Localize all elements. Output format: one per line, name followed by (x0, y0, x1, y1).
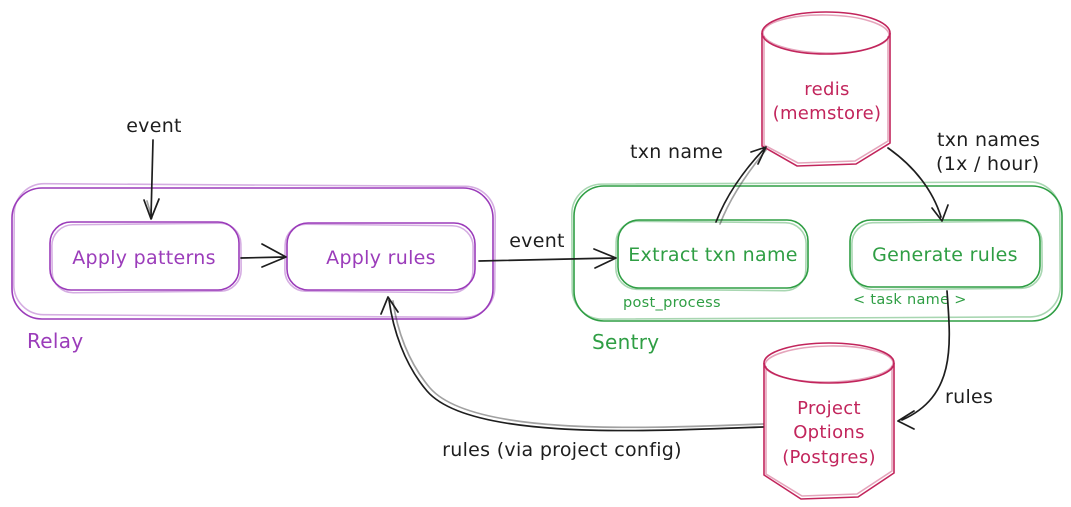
postgres-cylinder-top (763, 342, 895, 384)
relay-group: Apply patterns Apply rules Relay (11, 182, 497, 353)
ink-labels: event event txn name txn names (1x / hou… (126, 115, 1040, 461)
postgres-label-line3: (Postgres) (782, 447, 876, 468)
arrow-event-in (143, 139, 160, 220)
arrow-rules-via-config (380, 296, 764, 432)
txn-names-label-line1: txn names (937, 129, 1040, 151)
generate-rules-node (849, 219, 1041, 288)
arrow-event-in-sketch (146, 200, 153, 219)
redis-cylinder-body (761, 33, 891, 167)
database-texts: redis (memstore) Project Options (Postgr… (773, 79, 882, 468)
rules-via-config-label: rules (via project config) (442, 439, 682, 461)
relay-texts: Apply patterns Apply rules Relay (27, 247, 436, 353)
apply-patterns-node-sketch (51, 222, 242, 294)
task-name-sublabel: < task name > (853, 292, 967, 308)
arrow-event-mid (478, 248, 617, 269)
sentry-texts: Extract txn name post_process Generate r… (592, 244, 1018, 354)
extract-txn-name-node-sketch (615, 220, 807, 292)
event-in-label: event (126, 115, 182, 137)
txn-names-label-line2: (1x / hour) (936, 153, 1039, 175)
txn-name-label: txn name (630, 141, 723, 163)
arrow-rules-to-postgres (897, 290, 951, 430)
postgres-cylinder (763, 342, 895, 500)
apply-patterns-node (49, 221, 240, 291)
relay-container (11, 187, 494, 320)
arrow-txn-name (715, 146, 767, 223)
arrows-group (143, 139, 951, 432)
sentry-container (573, 185, 1063, 322)
redis-cylinder-body-sketch (763, 36, 889, 164)
redis-label-line2: (memstore) (773, 103, 882, 124)
redis-cylinder-top (761, 11, 891, 55)
databases-group: redis (memstore) Project Options (Postgr… (761, 11, 895, 500)
sentry-group: Extract txn name post_process Generate r… (570, 181, 1063, 354)
postgres-label-line2: Options (793, 422, 865, 443)
postgres-cylinder-body (763, 363, 895, 500)
event-mid-label: event (509, 230, 565, 252)
relay-group-label: Relay (27, 329, 83, 353)
arrow-rules-via-config-sketch (392, 300, 764, 429)
apply-patterns-label: Apply patterns (72, 247, 216, 269)
sentry-container-sketch (570, 181, 1061, 320)
relay-container-sketch (13, 182, 497, 319)
redis-cylinder-top-sketch (762, 14, 890, 54)
post-process-sublabel: post_process (623, 295, 721, 311)
rules-label: rules (945, 386, 993, 408)
arrow-patterns-to-rules (240, 243, 287, 268)
postgres-cylinder-top-sketch (764, 345, 894, 383)
arrow-txn-name-sketch (719, 149, 767, 225)
extract-txn-name-node (617, 219, 809, 289)
generate-rules-label: Generate rules (872, 244, 1018, 266)
extract-txn-name-label: Extract txn name (628, 244, 798, 266)
apply-rules-node (286, 222, 476, 291)
postgres-label-line1: Project (797, 398, 861, 419)
arrow-txn-names (887, 147, 949, 222)
apply-rules-label: Apply rules (326, 247, 436, 269)
sentry-group-label: Sentry (592, 330, 659, 354)
redis-label-line1: redis (804, 79, 849, 100)
redis-cylinder (761, 11, 891, 167)
generate-rules-node-sketch (851, 220, 1043, 291)
postgres-cylinder-body-sketch (765, 366, 893, 497)
